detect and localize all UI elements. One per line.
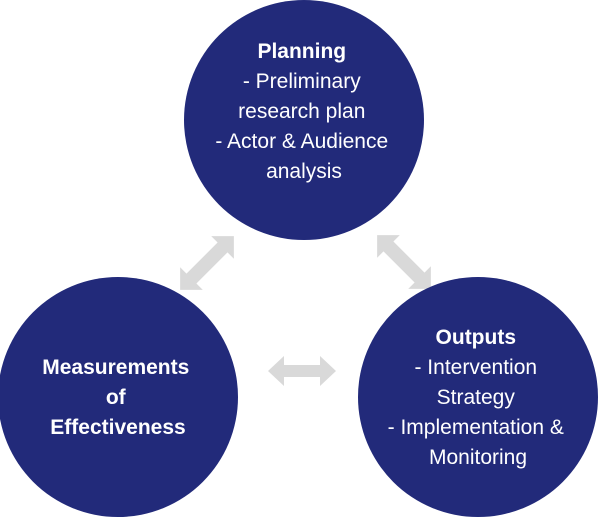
- outputs-line-1: - Intervention: [414, 356, 537, 379]
- outputs-line-4: Monitoring: [429, 446, 527, 469]
- arrow-planning-outputs: [377, 235, 431, 289]
- planning-text: Planning - Preliminary research plan - A…: [215, 40, 392, 183]
- outputs-circle: [358, 277, 598, 517]
- planning-line-1: - Preliminary: [243, 70, 361, 93]
- planning-node: Planning - Preliminary research plan - A…: [184, 0, 424, 240]
- measurements-text: Measurements of Effectiveness: [42, 356, 194, 439]
- outputs-line-2: Strategy: [437, 386, 516, 409]
- arrow-planning-measurements: [180, 236, 234, 290]
- outputs-title: Outputs: [436, 326, 516, 349]
- measurements-title-line-3: Effectiveness: [50, 416, 185, 439]
- measurements-circle: [0, 277, 238, 517]
- outputs-line-3: - Implementation &: [388, 416, 564, 439]
- planning-circle: [184, 0, 424, 240]
- measurements-title-line-2: of: [106, 386, 127, 409]
- outputs-text: Outputs - Intervention Strategy - Implem…: [388, 326, 569, 469]
- outputs-node: Outputs - Intervention Strategy - Implem…: [358, 277, 598, 517]
- planning-line-3: - Actor & Audience: [215, 130, 388, 153]
- measurements-node: Measurements of Effectiveness: [0, 277, 238, 517]
- measurements-title-line-1: Measurements: [42, 356, 189, 379]
- planning-title: Planning: [257, 40, 346, 63]
- planning-line-2: research plan: [238, 100, 365, 123]
- planning-line-4: analysis: [266, 160, 342, 183]
- arrow-measurements-outputs: [268, 356, 336, 386]
